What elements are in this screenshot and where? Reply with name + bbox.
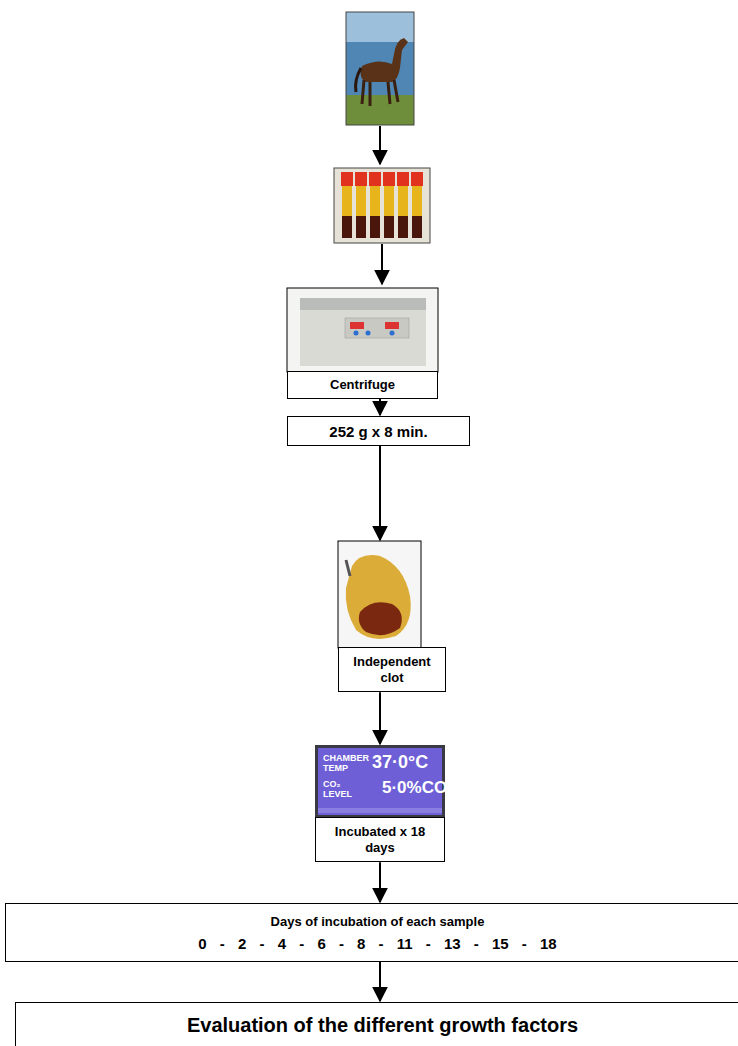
flow-arrow (379, 962, 381, 1001)
result-box: Evaluation of the different growth facto… (15, 1002, 738, 1046)
display-text: CHAMBER (323, 754, 369, 763)
node-subtext: 0 - 2 - 4 - 6 - 8 - 11 - 13 - 15 - 18 (198, 935, 556, 952)
flow-arrow (379, 399, 381, 415)
node-text: Incubated x 18 days (334, 824, 426, 855)
horse-photo (346, 12, 414, 125)
photo-area (338, 541, 446, 648)
flow-arrow (379, 862, 381, 902)
flow-arrow (381, 244, 383, 284)
clot-photo (338, 541, 421, 648)
node-text: 252 g x 8 min. (329, 423, 427, 440)
caption-box: Independent clot (338, 647, 446, 692)
node-text: Evaluation of the different growth facto… (187, 1014, 578, 1037)
display-text: LEVEL (323, 790, 352, 799)
display-text: TEMP (323, 764, 348, 773)
caption-box: Incubated x 18 days (315, 817, 445, 862)
node-text: Centrifuge (292, 377, 433, 393)
photo-area (287, 288, 438, 372)
node-text: Days of incubation of each sample (271, 914, 485, 929)
caption-box: Centrifuge (287, 371, 438, 399)
schedule-box: Days of incubation of each sample 0 - 2 -… (5, 903, 738, 962)
display-text: CO₂ (323, 780, 341, 789)
process-box: 252 g x 8 min. (287, 416, 470, 446)
node-text: Independent clot (345, 654, 439, 685)
step-box: Centrifuge (287, 288, 438, 399)
flow-arrow (379, 446, 381, 540)
flow-arrow (379, 126, 381, 164)
display-text: 5·0%CO₂ (382, 779, 455, 796)
centrifuge-photo (287, 288, 438, 372)
tubes-photo (334, 168, 430, 243)
flow-arrow (379, 692, 381, 744)
display-text: 37·0°C (372, 753, 428, 771)
step-box: Independent clot (338, 541, 446, 692)
